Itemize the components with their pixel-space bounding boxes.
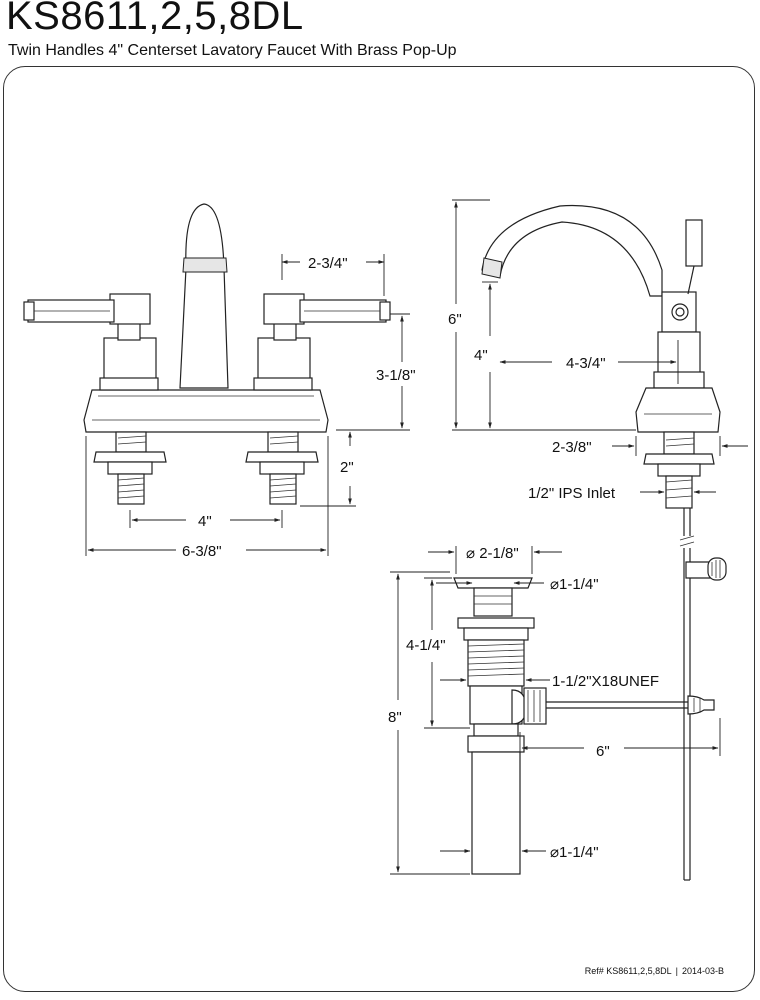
side-view [452,199,748,881]
dim-thread: 1-1/2"X18UNEF [552,673,659,690]
dim-strainer-diameter: ⌀1-1/4" [550,576,599,593]
reference-footer: Ref# KS8611,2,5,8DL | 2014-03-B [585,966,724,976]
dim-flange-diameter: ⌀ 2-1/8" [466,545,519,562]
dim-rod-length: 6" [596,743,610,760]
product-subtitle: Twin Handles 4" Centerset Lavatory Fauce… [8,42,457,59]
dim-centerset: 4" [198,513,212,530]
dim-shank-length: 2" [340,459,354,476]
footer-version: 2014-03-B [681,966,724,976]
dim-base-depth: 2-3/8" [552,439,592,456]
front-view [23,203,410,556]
dim-spout-reach: 4-3/4" [566,355,606,372]
footer-separator: | [675,966,678,976]
footer-ref: Ref# KS8611,2,5,8DL [584,966,672,976]
dim-total-height: 6" [448,311,462,328]
dim-body-height: 3-1/8" [376,367,416,384]
dim-handle-offset: 2-3/4" [308,255,348,272]
popup-drain-view [390,546,721,875]
dim-inlet: 1/2" IPS Inlet [528,485,616,502]
dim-tailpiece-diameter: ⌀1-1/4" [550,844,599,861]
dim-spout-height: 4" [474,347,488,364]
dim-base-width: 6-3/8" [182,543,222,560]
dim-popup-body-length: 4-1/4" [406,637,446,654]
product-title: KS8611,2,5,8DL [6,0,304,38]
dim-popup-height: 8" [388,709,402,726]
drawing-frame [3,66,755,992]
